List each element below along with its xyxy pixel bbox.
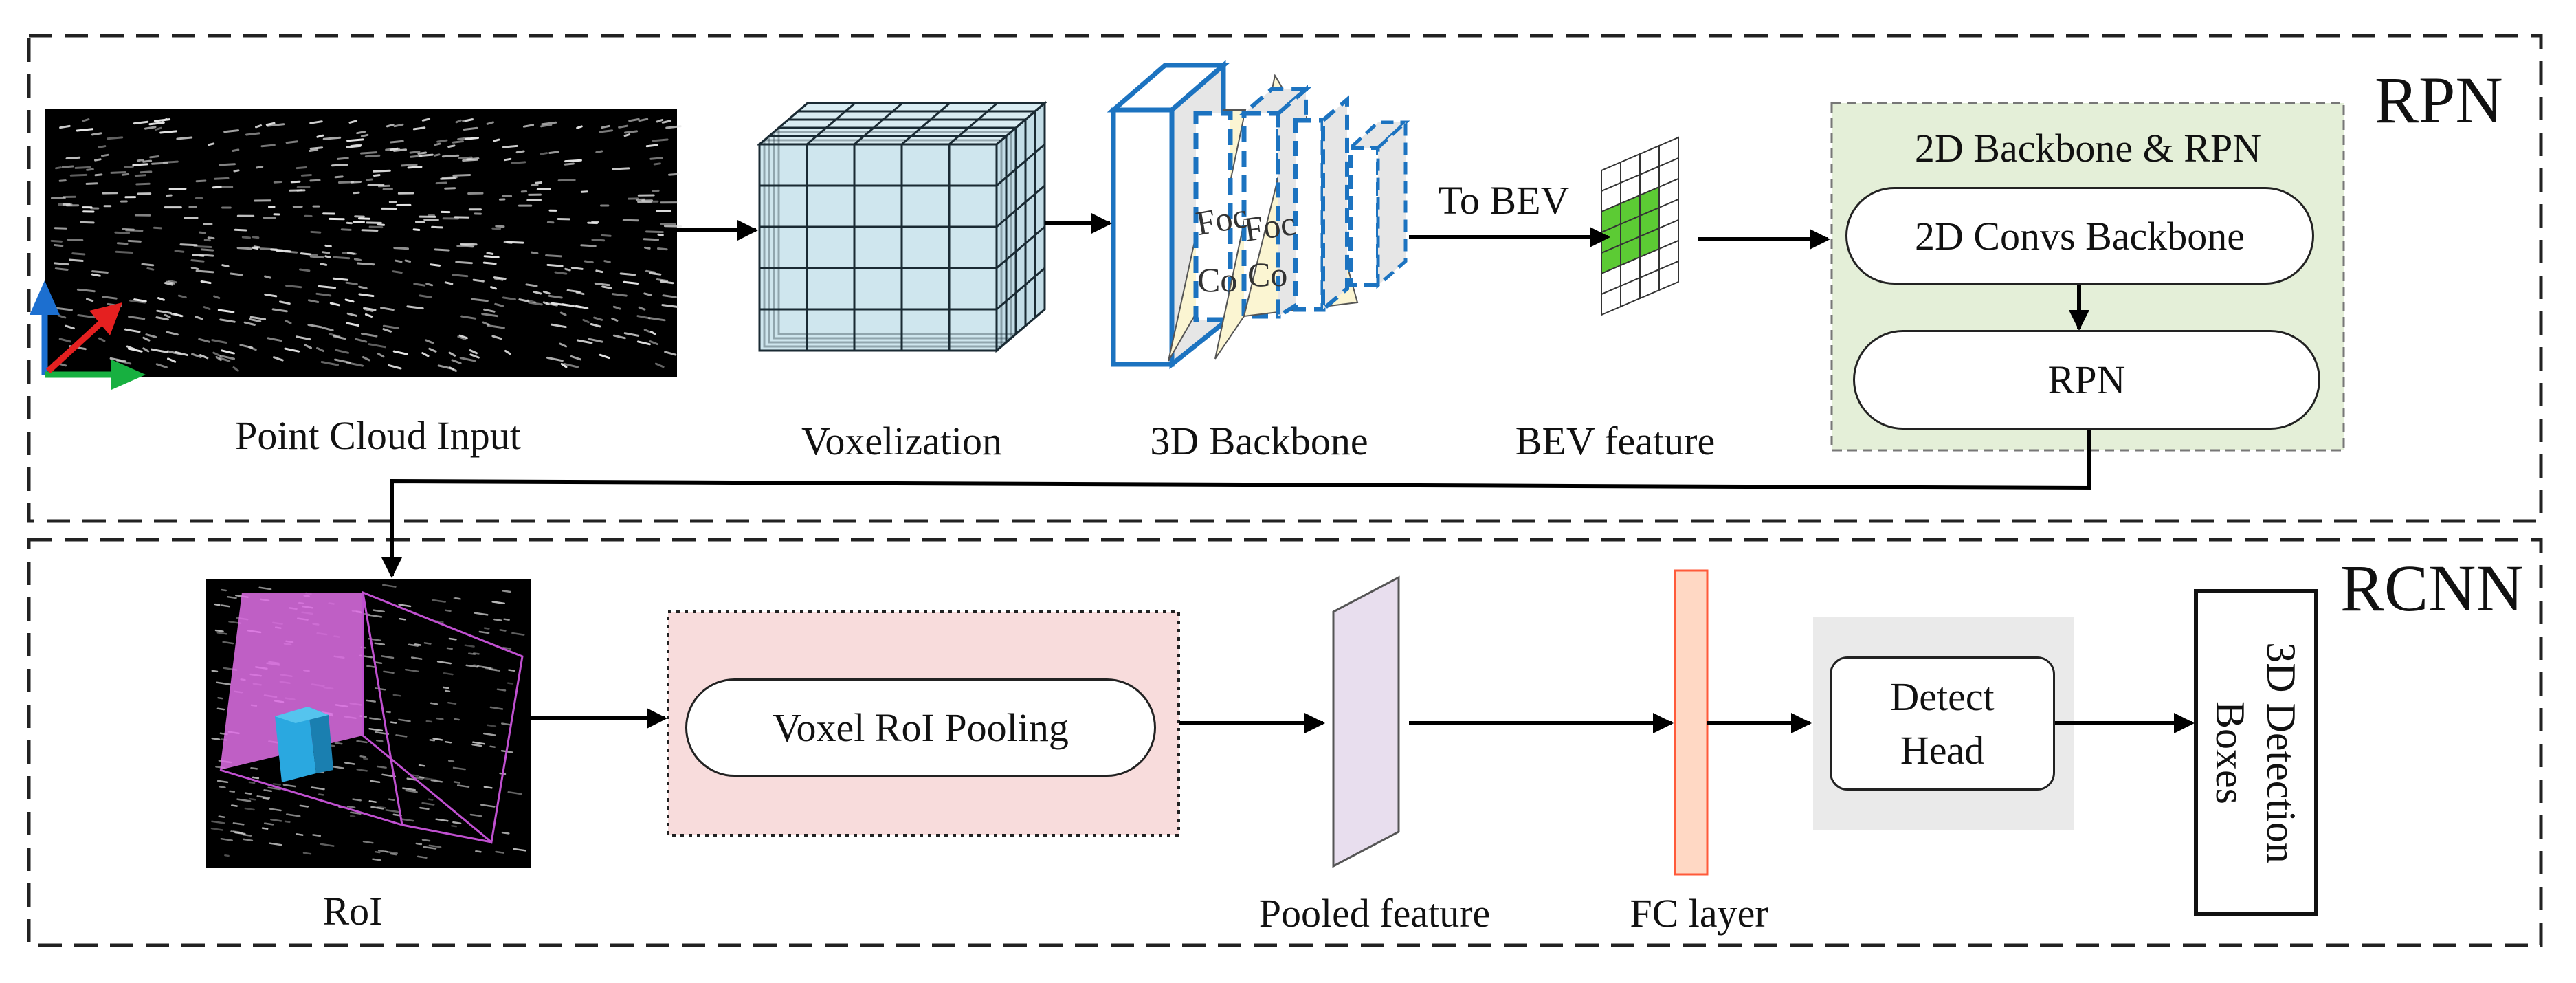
convs-backbone-2d-box: 2D Convs Backbone [1845,187,2314,285]
detection-boxes-line2: Boxes [2208,701,2253,804]
detection-boxes-label: 3D Detection Boxes [2205,642,2307,863]
detect-head-line1: Detect [1890,674,1995,719]
point-cloud-input-label: Point Cloud Input [235,413,521,458]
voxel-grid-icon [756,100,1048,353]
rcnn-section-frame [27,538,2543,947]
roi-label: RoI [322,889,383,934]
fc-layer-bar [1674,569,1709,876]
coordinate-axes-icon [30,280,146,390]
rpn-box: RPN [1853,330,2320,430]
flow-arrows [381,213,2195,733]
detection-boxes-line1: 3D Detection [2258,642,2304,863]
detect-head-box: Detect Head [1830,656,2055,791]
point-cloud-image [45,109,682,377]
focal-text-c: Foc [1241,203,1298,249]
detect-head-line2: Head [1900,727,1985,773]
rpn-section-title: RPN [2375,63,2503,137]
detection-boxes-box [2194,589,2318,916]
arrow-rpn-to-roi [381,430,2091,578]
to-bev-label: To BEV [1438,178,1570,223]
pooled-feature-plane [1332,575,1400,868]
backbone-rpn-group-label: 2D Backbone & RPN [1914,126,2262,170]
focal-text-b: Co [1197,261,1238,299]
backbone-3d-label: 3D Backbone [1150,419,1368,463]
fc-layer-label: FC layer [1630,891,1768,936]
voxelization-label: Voxelization [801,419,1003,463]
bev-feature-label: BEV feature [1515,419,1716,463]
roi-image [206,579,531,868]
rcnn-section-title: RCNN [2340,551,2524,625]
focal-text-d: Co [1247,255,1288,294]
rpn-section-frame [27,34,2543,523]
backbone-3d-icon [1107,60,1410,370]
bev-feature-grid [1601,136,1679,316]
voxel-roi-pooling-box: Voxel RoI Pooling [685,678,1156,777]
pooled-feature-label: Pooled feature [1258,891,1491,936]
